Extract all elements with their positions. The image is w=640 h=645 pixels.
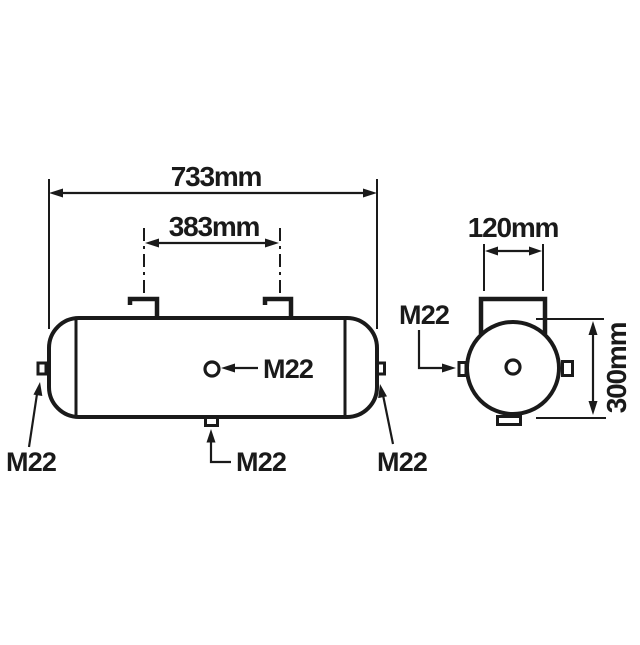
leader-bottom-left: [27, 393, 39, 448]
port-end-bottom: [496, 415, 522, 426]
m22-bottom-label: M22: [236, 447, 286, 477]
dim-300-label: 300mm: [601, 322, 632, 413]
arrowhead-up-icon: [378, 384, 387, 399]
tank-end-view: 120mm 300mm M22: [399, 212, 632, 426]
dim-733-label: 733mm: [171, 161, 262, 192]
arrowhead-right-icon: [265, 238, 279, 248]
m22-right-label: M22: [377, 447, 427, 477]
tank-side-view: 733mm 383mm M22: [6, 161, 428, 477]
arrowhead-left-icon: [221, 363, 235, 373]
arrowhead-left-icon: [485, 246, 498, 256]
dim-383-label: 383mm: [169, 211, 260, 242]
port-left-end: [36, 361, 48, 376]
arrowhead-down-icon: [588, 401, 598, 415]
port-end-left: [457, 361, 468, 377]
arrowhead-right-icon: [363, 188, 377, 198]
mounting-bracket-top: [478, 296, 548, 334]
arrowhead-left-icon: [49, 188, 63, 198]
arrowhead-up-icon: [588, 321, 598, 335]
arrowhead-left-icon: [145, 238, 159, 248]
port-center-hole: [203, 360, 221, 378]
m22-center-label: M22: [263, 354, 313, 384]
leader-bottom-right: [381, 394, 395, 445]
leader-bottom-center: [209, 441, 231, 464]
mounting-bracket-right: [262, 296, 294, 331]
arrowhead-right-icon: [529, 246, 542, 256]
port-right-end: [376, 361, 386, 376]
m22-end-view-label: M22: [399, 300, 449, 330]
arrowhead-up-icon: [33, 382, 43, 397]
dim-120-label: 120mm: [468, 212, 559, 243]
port-bottom: [204, 416, 219, 427]
m22-left-label: M22: [6, 447, 56, 477]
leader-end-view: [417, 330, 444, 370]
arrowhead-up-icon: [206, 429, 216, 443]
arrowhead-right-icon: [442, 363, 456, 373]
port-end-center-hole: [504, 358, 522, 376]
mounting-bracket-left: [127, 296, 160, 331]
port-end-right: [561, 360, 574, 377]
